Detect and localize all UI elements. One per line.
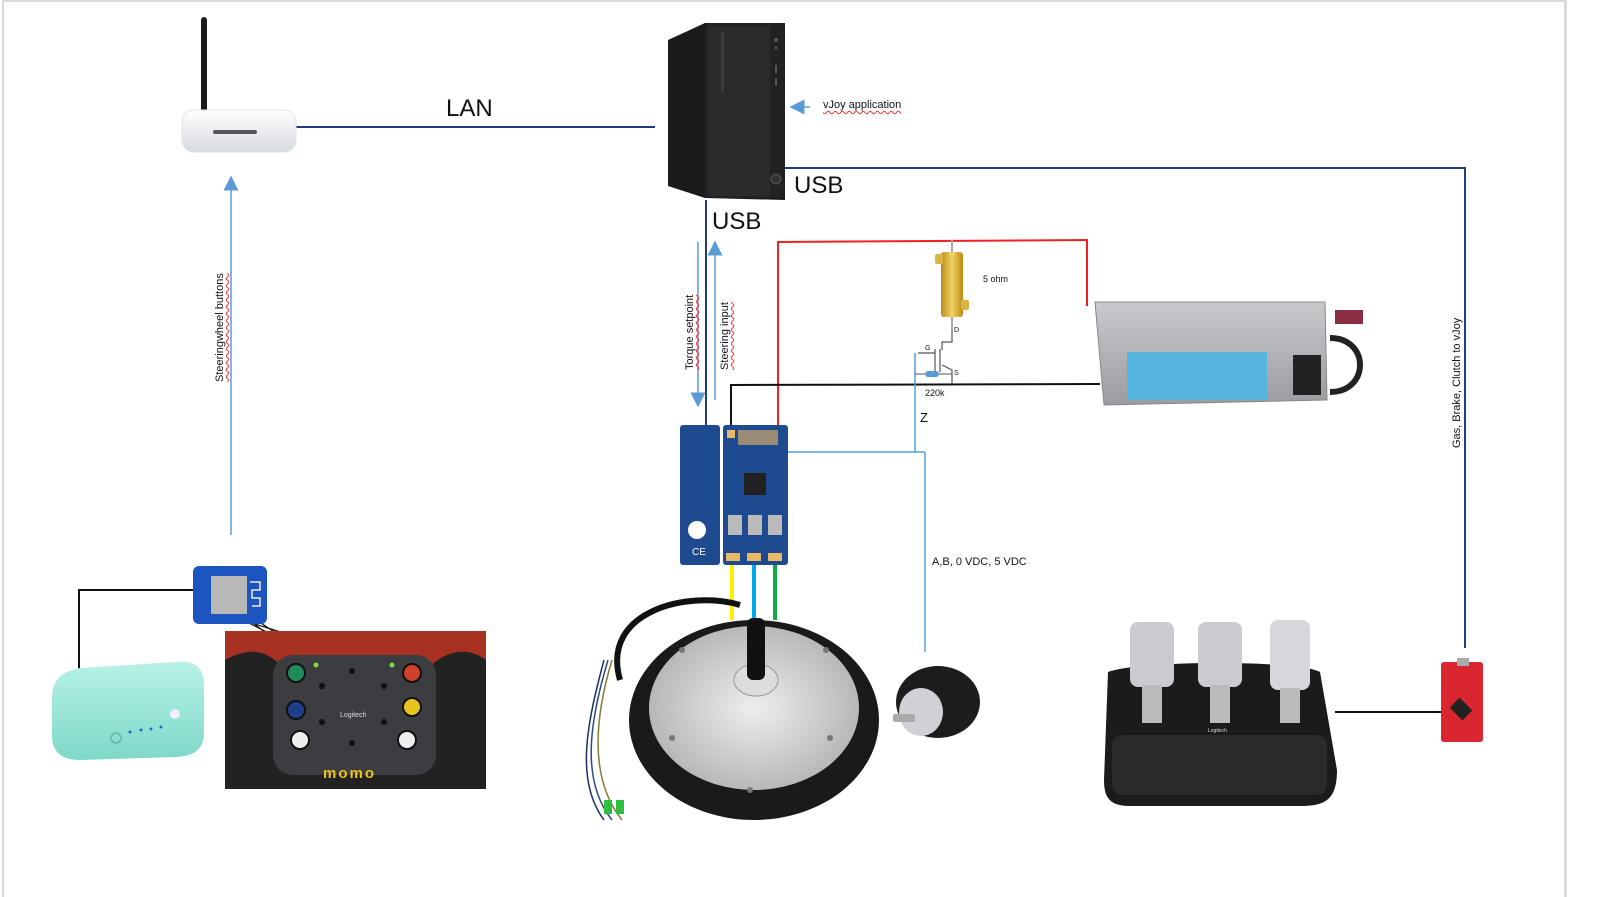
- phase-wires: [730, 560, 777, 620]
- steering-input-label: Steering input: [719, 302, 731, 370]
- pedal-mcu-board: [1441, 658, 1483, 742]
- wheel-button-white-right: [397, 730, 417, 750]
- wheel-button-red: [402, 663, 422, 683]
- power-bank: [52, 661, 204, 760]
- wheel-button-green: [286, 663, 306, 683]
- wheel-button-blue: [286, 700, 306, 720]
- power-positive-wire: [777, 238, 1088, 430]
- gate-resistor: [915, 371, 952, 377]
- power-resistor: [935, 240, 969, 330]
- wheel-button-yellow: [402, 697, 422, 717]
- pc-tower: [668, 23, 785, 200]
- svg-text:CE: CE: [692, 547, 706, 558]
- usb-label-right: USB: [794, 172, 844, 199]
- router: [181, 17, 297, 153]
- pedal-set: [1104, 620, 1337, 806]
- encoder-signals-label: A,B, 0 VDC, 5 VDC: [932, 556, 1027, 568]
- rotary-encoder: [893, 666, 980, 738]
- motor-controller-board: CE: [680, 425, 788, 565]
- mosfet-source-pin: S: [954, 370, 959, 377]
- brake-pedal: [1198, 622, 1242, 687]
- z-signal-label: Z: [920, 410, 928, 425]
- mosfet-gate-pin: G: [925, 345, 931, 352]
- torque-setpoint-label: Torque setpoint: [684, 294, 696, 370]
- wheel-logo-text: Logitech: [340, 712, 367, 719]
- esp-board: [193, 566, 267, 624]
- hub-motor: [585, 597, 879, 821]
- wheel-button-white-left: [290, 730, 310, 750]
- steering-wheel: [225, 631, 486, 789]
- gas-pedal: [1270, 620, 1310, 690]
- gate-resistor-value: 220k: [925, 388, 945, 398]
- usb-cable-pedals: [770, 167, 1466, 648]
- usb-label-down: USB: [712, 208, 762, 235]
- mosfet-drain-pin: D: [954, 327, 960, 334]
- mosfet: [918, 330, 953, 384]
- encoder-wire: [788, 353, 926, 652]
- steeringwheel-buttons-label: Steeringwheel buttons: [214, 273, 226, 382]
- wheel-brand-text: momo: [323, 765, 376, 782]
- router-antenna: [201, 17, 207, 117]
- power-resistor-value: 5 ohm: [983, 274, 1009, 284]
- lan-label: LAN: [446, 95, 493, 122]
- server-psu: [1094, 301, 1363, 406]
- pedal-logo-text: Logitech: [1208, 728, 1227, 734]
- ground-wire: [730, 383, 1101, 430]
- pedals-to-vjoy-label: Gas, Brake, Clutch to vJoy: [1451, 317, 1463, 448]
- vjoy-label: vJoy application: [823, 99, 902, 111]
- clutch-pedal: [1130, 622, 1174, 687]
